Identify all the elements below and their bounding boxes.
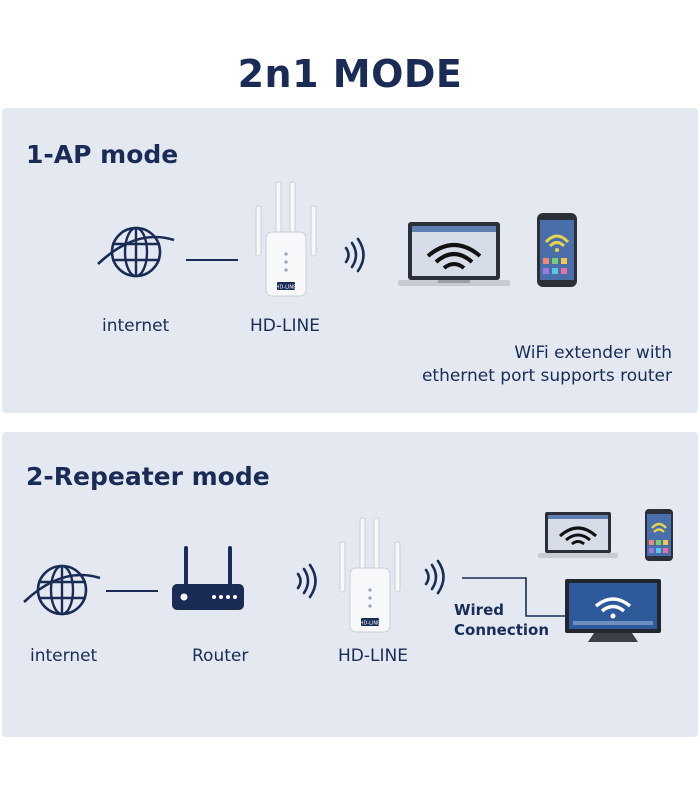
- wired-connection-line: [462, 577, 566, 617]
- globe-icon: [97, 226, 175, 278]
- connection-line: [186, 259, 238, 261]
- repeater-mode-panel: 2-Repeater mode internet Router: [2, 432, 698, 737]
- repeater-internet-label: internet: [30, 646, 98, 666]
- ap-mode-heading: 1-AP mode: [26, 140, 179, 169]
- wifi-signal-icon: [424, 559, 445, 595]
- globe-icon: [23, 564, 101, 616]
- ap-device-label: HD-LINE: [250, 316, 320, 336]
- device-badge: HD-LINE: [276, 285, 297, 291]
- wifi-extender-device: HD-LINE: [255, 181, 317, 297]
- router-icon: [172, 546, 244, 610]
- laptop-icon: [398, 222, 510, 286]
- smartphone-icon: [537, 213, 577, 287]
- laptop-icon: [538, 512, 618, 558]
- device-badge: HD-LINE: [360, 621, 381, 627]
- ap-mode-panel: 1-AP mode internet HD-LINE HD-LINE: [2, 108, 698, 413]
- wifi-extender-device: HD-LINE: [339, 517, 401, 633]
- ap-note-line-1: WiFi extender with: [514, 343, 672, 363]
- wifi-signal-icon: [296, 563, 317, 599]
- smartphone-icon: [645, 509, 673, 561]
- router-label: Router: [192, 646, 249, 666]
- repeater-mode-heading: 2-Repeater mode: [26, 462, 270, 491]
- wired-connection-label: Wired Connection: [454, 600, 549, 640]
- connection-line: [106, 590, 158, 592]
- wired-line-1: Wired: [454, 601, 504, 619]
- tv-icon: [565, 579, 661, 642]
- ap-note-line-2: ethernet port supports router: [421, 366, 672, 386]
- wifi-signal-icon: [344, 237, 365, 273]
- page-title: 2n1 MODE: [237, 52, 463, 96]
- repeater-device-label: HD-LINE: [338, 646, 408, 666]
- ap-internet-label: internet: [102, 316, 170, 336]
- ap-mode-note: WiFi extender with ethernet port support…: [422, 342, 672, 388]
- wired-line-2: Connection: [454, 621, 550, 639]
